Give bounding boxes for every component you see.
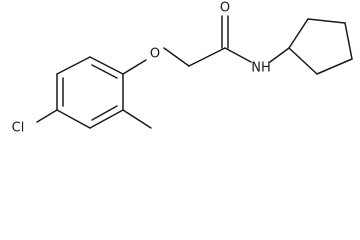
oxygen-ether-label: O [150, 47, 160, 62]
nitrogen-to-cyclopentyl-bond [269, 47, 290, 63]
ch2-to-carbonyl-bond [188, 47, 226, 67]
atom-label-oxygen-ether: O [150, 47, 160, 62]
nitrogen-amide-label: NH [251, 61, 271, 76]
cyclopentane-bond-4 [316, 58, 353, 75]
ring-to-ether-oxygen-bond [122, 59, 147, 75]
cyclopentane-bond-2 [307, 18, 346, 24]
atom-label-oxygen-carbonyl: O [220, 1, 230, 16]
ether-oxygen-to-ch2-bond [163, 47, 190, 67]
ring-to-chlorine-bond [36, 109, 58, 123]
chlorine-label: Cl [12, 121, 25, 136]
cyclopentane-bond-1 [288, 18, 309, 49]
ring-bond-6 [56, 56, 91, 75]
atom-label-nitrogen: NH [251, 61, 271, 76]
ring-bond-3 [89, 109, 124, 129]
oxygen-carbonyl-label: O [220, 1, 230, 16]
chemical-structure: O O NH Cl [12, 1, 353, 136]
ring-bond-1 [89, 56, 124, 75]
benzene-ring [56, 56, 124, 129]
cyclopentane-bond-3 [344, 22, 353, 60]
ring-bond-4 [56, 109, 91, 129]
carbonyl-to-nitrogen-bond [224, 47, 252, 63]
methyl-bond [122, 109, 152, 129]
cyclopentane-bond-5 [288, 47, 318, 75]
ring-double-bond-1 [91, 64, 118, 79]
atom-label-chlorine: Cl [12, 121, 25, 136]
cyclopentane-ring [288, 18, 353, 75]
ring-double-bond-2 [91, 105, 118, 121]
